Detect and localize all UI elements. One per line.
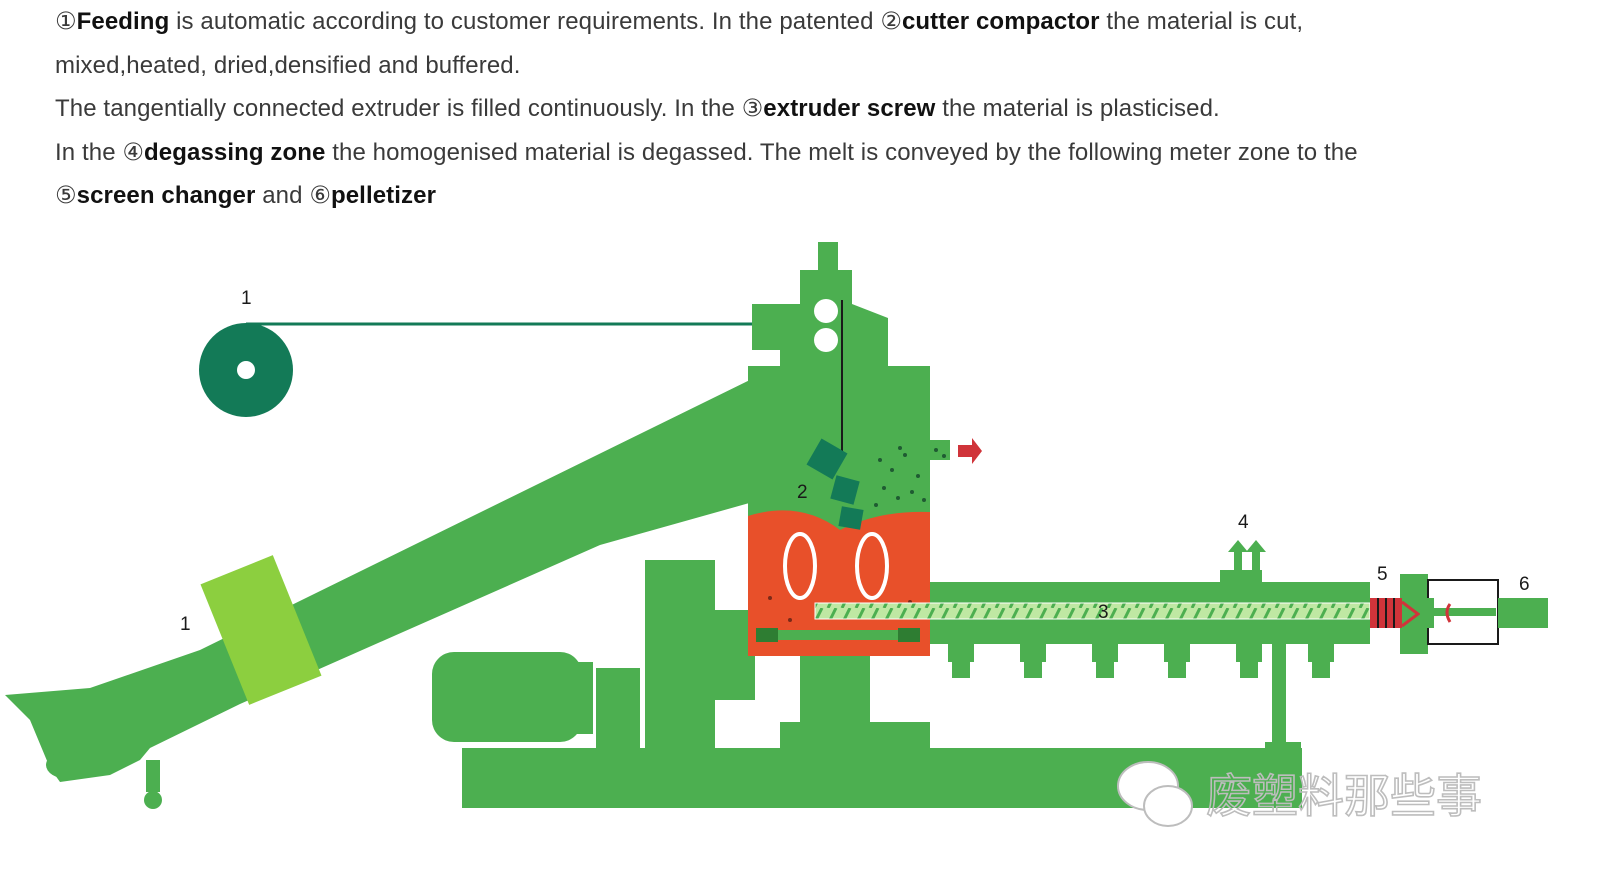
feed-roller-unit — [752, 242, 888, 368]
label-pelletizer-6: 6 — [1519, 574, 1530, 595]
description-line-2: mixed,heated, dried,densified and buffer… — [55, 44, 1575, 88]
marker-5: ⑤ — [55, 182, 77, 209]
text-span: mixed,heated, dried,densified and buffer… — [55, 51, 521, 79]
label-conveyor-1: 1 — [180, 614, 191, 635]
text-span: the homogenised material is degassed. Th… — [325, 138, 1358, 166]
term-degassing-zone: degassing zone — [144, 138, 326, 166]
watermark-text: 废塑料那些事 — [1206, 769, 1482, 823]
degassing-port — [1220, 570, 1262, 606]
marker-3: ③ — [741, 95, 764, 122]
marker-4: ④ — [122, 138, 145, 166]
label-degassing-4: 4 — [1238, 512, 1249, 533]
marker-6: ⑥ — [309, 182, 331, 209]
description-line-4: In the ④degassing zone the homogenised m… — [55, 131, 1575, 175]
label-cutter-2: 2 — [797, 482, 808, 503]
text-span: the material is cut, — [1099, 8, 1304, 35]
text-span: and — [255, 182, 310, 209]
description-line-1: ①Feeding is automatic according to custo… — [55, 0, 1575, 44]
text-span: The tangentially connected extruder is f… — [55, 95, 742, 122]
extruder-screw — [814, 602, 1371, 620]
degassing-arrows — [1228, 540, 1266, 570]
exhaust-arrow — [958, 438, 982, 464]
heater-bands — [948, 640, 1334, 678]
conveyor-belt-segment — [200, 555, 322, 705]
text-span: is automatic according to customer requi… — [169, 8, 881, 35]
term-pelletizer: pelletizer — [330, 182, 437, 209]
description-text: ①Feeding is automatic according to custo… — [55, 0, 1575, 218]
marker-2: ② — [880, 8, 902, 35]
screen-changer — [1370, 574, 1428, 654]
drive-motor — [432, 560, 870, 752]
term-screen-changer: screen changer — [76, 182, 256, 209]
label-screw-3: 3 — [1098, 602, 1109, 623]
marker-1: ① — [55, 8, 77, 35]
term-cutter-compactor: cutter compactor — [901, 8, 1100, 35]
term-extruder-screw: extruder screw — [763, 95, 936, 122]
label-roll-1: 1 — [241, 288, 252, 309]
wechat-icon — [1117, 761, 1193, 827]
pelletizer — [1420, 579, 1548, 645]
text-span: In the — [55, 138, 123, 166]
feeding-conveyor — [5, 375, 760, 809]
description-line-3: The tangentially connected extruder is f… — [55, 87, 1575, 131]
film-roll — [199, 322, 760, 417]
term-feeding: Feeding — [76, 8, 170, 35]
text-span: the material is plasticised. — [935, 95, 1220, 122]
label-screen-changer-5: 5 — [1377, 564, 1388, 585]
watermark: 废塑料那些事 — [1117, 761, 1483, 827]
description-line-5: ⑤screen changer and ⑥pelletizer — [55, 174, 1575, 218]
